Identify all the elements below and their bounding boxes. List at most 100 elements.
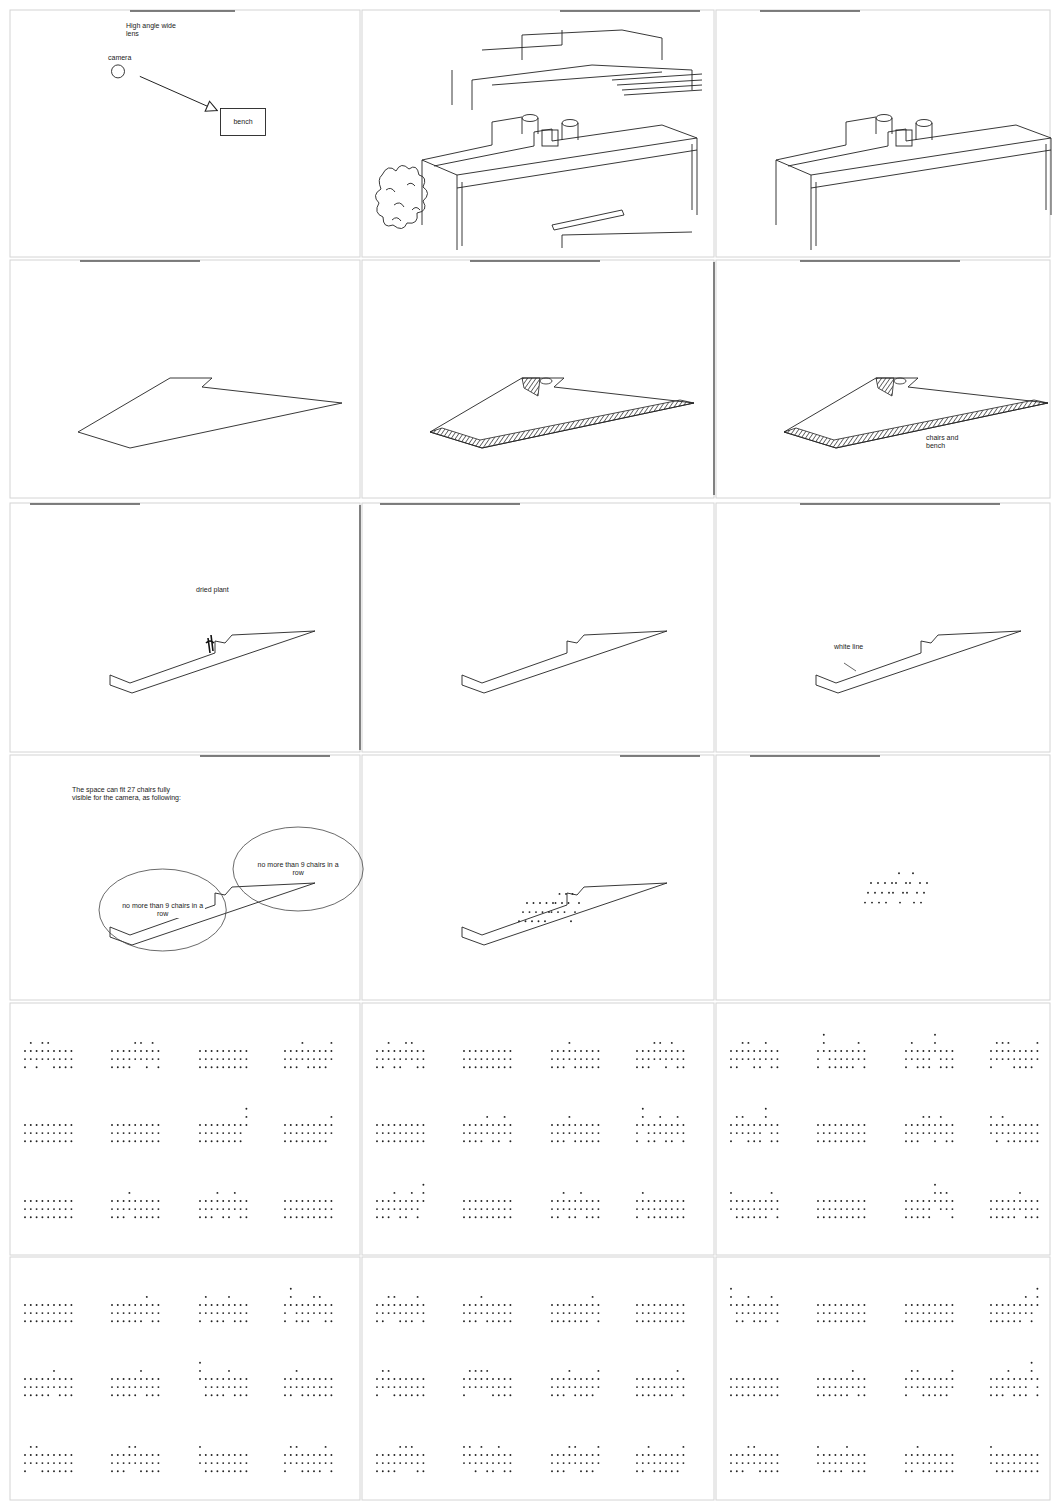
- chair-dot: [1036, 1208, 1038, 1210]
- chair-dot: [199, 1216, 201, 1218]
- chair-dot: [388, 1058, 390, 1060]
- chair-dot: [319, 1200, 321, 1202]
- chair-dot: [24, 1140, 26, 1142]
- chair-dot: [1025, 1378, 1027, 1380]
- chair-dot: [388, 1140, 390, 1142]
- chair-dot: [834, 1140, 836, 1142]
- chair-dot: [140, 1370, 142, 1372]
- chair-dot: [123, 1386, 125, 1388]
- chair-dot: [53, 1312, 55, 1314]
- chair-dot: [852, 1216, 854, 1218]
- chair-dot: [563, 1454, 565, 1456]
- chair-dot: [840, 1378, 842, 1380]
- chair-dot: [597, 1454, 599, 1456]
- chair-dot: [123, 1454, 125, 1456]
- chair-dot: [393, 1454, 395, 1456]
- sketch-line: [375, 30, 702, 248]
- sketch-line: [612, 74, 702, 95]
- chair-dot: [653, 1304, 655, 1306]
- chair-dot: [211, 1454, 213, 1456]
- chair-dot: [41, 1312, 43, 1314]
- chair-dot: [597, 1304, 599, 1306]
- chair-dot: [24, 1378, 26, 1380]
- chair-dot: [677, 1208, 679, 1210]
- chair-dot: [152, 1462, 154, 1464]
- chair-dot: [228, 1462, 230, 1464]
- chair-dot: [736, 1304, 738, 1306]
- chair-dot: [840, 1462, 842, 1464]
- chair-dot: [648, 1446, 650, 1448]
- chair-dot: [24, 1470, 26, 1472]
- chair-dot: [823, 1132, 825, 1134]
- chair-dot: [742, 1454, 744, 1456]
- chair-dot: [504, 1320, 506, 1322]
- panel-6-plan: [784, 378, 1048, 448]
- chair-dot: [551, 1320, 553, 1322]
- chair-dot: [422, 1184, 424, 1186]
- chair-dot: [1013, 1378, 1015, 1380]
- chair-dot: [123, 1320, 125, 1322]
- chair-dot: [498, 1058, 500, 1060]
- chair-dot: [648, 1050, 650, 1052]
- chair-dot: [840, 1304, 842, 1306]
- chair-dot: [492, 1470, 494, 1472]
- chair-dot: [393, 1132, 395, 1134]
- chair-dot: [1031, 1320, 1033, 1322]
- chair-dot: [990, 1116, 992, 1118]
- chair-dot: [301, 1304, 303, 1306]
- chair-dot: [905, 882, 907, 884]
- chair-dot: [742, 1132, 744, 1134]
- chair-dot: [469, 1066, 471, 1068]
- chair-dot: [393, 1192, 395, 1194]
- chair-dot: [469, 1370, 471, 1372]
- chair-dot: [829, 1386, 831, 1388]
- chair-dot: [463, 1200, 465, 1202]
- chair-dot: [475, 1470, 477, 1472]
- chair-dot: [228, 1208, 230, 1210]
- chair-dot: [117, 1216, 119, 1218]
- chair-dot: [846, 1386, 848, 1388]
- chair-dot: [742, 1216, 744, 1218]
- chair-dot: [41, 1462, 43, 1464]
- chair-dot: [776, 1454, 778, 1456]
- chair-dot: [682, 1454, 684, 1456]
- chair-dot: [123, 1066, 125, 1068]
- chair-dot: [382, 1066, 384, 1068]
- chair-dot: [382, 1378, 384, 1380]
- chair-dot: [146, 1200, 148, 1202]
- chair-dot: [509, 1216, 511, 1218]
- chair-dot: [70, 1454, 72, 1456]
- chair-dot: [858, 1320, 860, 1322]
- chair-dot: [753, 1394, 755, 1396]
- chair-dot: [829, 1454, 831, 1456]
- chair-dot: [823, 1454, 825, 1456]
- chair-dot: [759, 1312, 761, 1314]
- chair-dot: [905, 1200, 907, 1202]
- chair-dot: [840, 1050, 842, 1052]
- chair-dot: [307, 1320, 309, 1322]
- chair-dot: [922, 1216, 924, 1218]
- chair-dot: [771, 1296, 773, 1298]
- chair-dot: [996, 1058, 998, 1060]
- chair-dot: [858, 1140, 860, 1142]
- chair-dot: [146, 1378, 148, 1380]
- chair-dot: [240, 1312, 242, 1314]
- chair-dot: [498, 1394, 500, 1396]
- chair-dot: [671, 1312, 673, 1314]
- chair-dot: [498, 1454, 500, 1456]
- chair-dot: [1025, 1208, 1027, 1210]
- chair-dot: [568, 1386, 570, 1388]
- sketch-line: [30, 503, 1000, 504]
- chair-dot: [909, 882, 911, 884]
- chair-dot: [765, 1124, 767, 1126]
- chair-dot: [574, 1304, 576, 1306]
- chair-dot: [834, 1304, 836, 1306]
- chair-dot: [492, 1378, 494, 1380]
- chair-dot: [307, 1394, 309, 1396]
- chair-dot: [1007, 1378, 1009, 1380]
- chair-dot: [911, 1208, 913, 1210]
- chair-dot: [152, 1378, 154, 1380]
- chair-dot: [65, 1132, 67, 1134]
- chair-dot: [498, 1312, 500, 1314]
- chair-dot: [290, 1288, 292, 1290]
